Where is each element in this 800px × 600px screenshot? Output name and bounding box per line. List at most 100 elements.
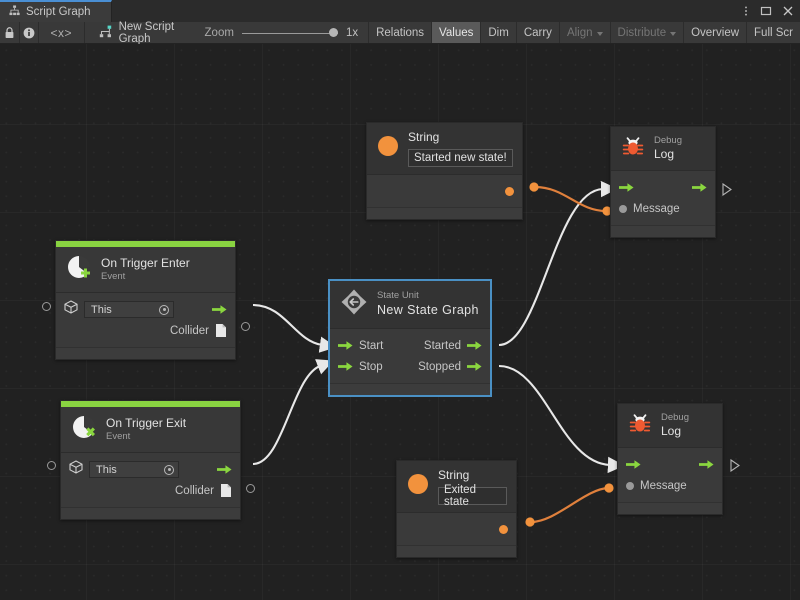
zoom-label: Zoom bbox=[204, 26, 234, 39]
flow-out-arrow-icon bbox=[217, 465, 232, 474]
graph-name-field[interactable]: New Script Graph bbox=[85, 21, 187, 45]
code-view-button[interactable]: <x> bbox=[39, 22, 85, 43]
object-picker-icon[interactable] bbox=[159, 304, 169, 315]
kebab-menu-icon[interactable] bbox=[736, 0, 756, 22]
node-state-unit-title: New State Graph bbox=[377, 303, 479, 318]
on-trigger-enter-collider-port[interactable]: Collider bbox=[170, 323, 227, 338]
debug-log-top-flow-out[interactable] bbox=[692, 182, 707, 193]
node-debug-log-top-title: Log bbox=[654, 146, 675, 161]
flow-out-arrow-log-top[interactable] bbox=[722, 183, 732, 196]
toolbar-button-relations[interactable]: Relations bbox=[368, 22, 431, 43]
debug-bug-icon bbox=[621, 134, 645, 163]
string-top-output-port[interactable] bbox=[505, 187, 514, 197]
node-string-top-footer bbox=[367, 206, 522, 219]
toolbar-button-carry[interactable]: Carry bbox=[515, 22, 559, 43]
string-bottom-value-field[interactable]: Exited state bbox=[438, 484, 507, 508]
state-unit-stop-input[interactable]: Stop bbox=[338, 361, 383, 373]
on-trigger-enter-collider-label: Collider bbox=[170, 324, 209, 337]
node-on-trigger-enter[interactable]: On Trigger Enter Event This bbox=[55, 240, 236, 360]
wire-enter-to-start bbox=[252, 303, 337, 353]
free-port-exit-input[interactable] bbox=[47, 461, 56, 470]
node-string-top-header: String Started new state! bbox=[367, 123, 522, 175]
toolbar-button-values[interactable]: Values bbox=[431, 22, 481, 43]
wire-dot-source-top bbox=[529, 182, 539, 192]
close-icon[interactable] bbox=[776, 0, 800, 22]
toolbar-button-distribute[interactable]: Distribute bbox=[609, 22, 684, 43]
node-string-top-title: String bbox=[408, 130, 440, 144]
node-state-unit-body: Start Started Stop Stopped bbox=[330, 329, 490, 383]
node-debug-log-bottom[interactable]: Debug Log Message bbox=[617, 403, 723, 515]
node-on-trigger-exit[interactable]: On Trigger Exit Event This bbox=[60, 400, 241, 520]
node-debug-log-top-header: Debug Log bbox=[611, 127, 715, 171]
node-debug-log-top[interactable]: Debug Log Message bbox=[610, 126, 716, 238]
node-debug-log-top-footer bbox=[611, 225, 715, 237]
node-state-unit[interactable]: State Unit New State Graph Start Started… bbox=[329, 280, 491, 396]
node-string-bottom-footer bbox=[397, 544, 516, 557]
state-unit-start-input[interactable]: Start bbox=[338, 340, 383, 352]
state-unit-started-output[interactable]: Started bbox=[424, 340, 482, 352]
debug-log-bottom-flow-out[interactable] bbox=[699, 459, 714, 470]
string-bottom-output-port[interactable] bbox=[499, 525, 508, 535]
toolbar-button-full-screen[interactable]: Full Scr bbox=[746, 22, 800, 43]
debug-log-top-message-port[interactable]: Message bbox=[619, 203, 680, 215]
object-picker-icon[interactable] bbox=[164, 464, 174, 475]
flow-out-arrow-icon bbox=[692, 183, 707, 192]
on-trigger-exit-collider-port[interactable]: Collider bbox=[175, 483, 232, 498]
toolbar-button-dim-label: Dim bbox=[488, 26, 509, 39]
on-trigger-exit-target-field[interactable]: This bbox=[89, 461, 179, 478]
free-port-enter-input[interactable] bbox=[42, 302, 51, 311]
flow-out-arrow-icon bbox=[212, 305, 227, 314]
flow-out-arrow-log-bottom[interactable] bbox=[730, 459, 740, 472]
state-unit-stop-label: Stop bbox=[359, 360, 383, 373]
message-port-dot bbox=[626, 481, 634, 490]
tab-script-graph[interactable]: Script Graph bbox=[0, 0, 112, 22]
script-graph-icon bbox=[99, 25, 112, 41]
toolbar-button-relations-label: Relations bbox=[376, 26, 425, 39]
on-trigger-exit-target-value: This bbox=[96, 463, 117, 476]
string-value-icon bbox=[407, 473, 429, 500]
debug-log-bottom-message-port[interactable]: Message bbox=[626, 480, 687, 492]
toolbar-button-overview[interactable]: Overview bbox=[683, 22, 746, 43]
zoom-slider[interactable] bbox=[241, 27, 338, 39]
wire-dot-target-bottom bbox=[604, 483, 614, 493]
node-debug-log-bottom-body: Message bbox=[618, 448, 722, 502]
chevron-down-icon bbox=[670, 31, 677, 36]
node-string-bottom[interactable]: String Exited state bbox=[396, 460, 517, 558]
debug-log-top-flow-in[interactable] bbox=[619, 182, 634, 193]
toolbar-button-dim[interactable]: Dim bbox=[480, 22, 515, 43]
node-on-trigger-exit-subtitle: Event bbox=[106, 431, 131, 443]
on-trigger-exit-collider-row: Collider bbox=[69, 480, 232, 501]
zoom-slider-knob[interactable] bbox=[328, 28, 338, 37]
graph-canvas[interactable]: String Started new state! bbox=[0, 44, 800, 600]
maximize-icon[interactable] bbox=[756, 0, 776, 22]
debug-log-bottom-flow-row bbox=[626, 454, 714, 475]
string-top-value-field[interactable]: Started new state! bbox=[408, 148, 513, 167]
on-trigger-enter-target[interactable]: This bbox=[64, 300, 174, 319]
debug-log-bottom-flow-in[interactable] bbox=[626, 459, 641, 470]
on-trigger-exit-collider-label: Collider bbox=[175, 484, 214, 497]
on-trigger-exit-target[interactable]: This bbox=[69, 460, 179, 479]
node-string-top[interactable]: String Started new state! bbox=[366, 122, 523, 220]
info-icon[interactable] bbox=[20, 22, 40, 43]
zoom-control[interactable]: Zoom 1x bbox=[187, 22, 369, 43]
free-port-exit-collider[interactable] bbox=[246, 484, 255, 493]
state-unit-stopped-output[interactable]: Stopped bbox=[418, 361, 482, 373]
toolbar-button-align-label: Align bbox=[566, 26, 593, 39]
toolbar-button-align[interactable]: Align bbox=[558, 22, 610, 43]
debug-log-bottom-message-row: Message bbox=[626, 475, 714, 496]
node-debug-log-top-titles: Debug Log bbox=[654, 135, 682, 162]
lock-icon[interactable] bbox=[0, 22, 20, 43]
event-accent-bar bbox=[61, 401, 240, 407]
node-debug-log-top-body: Message bbox=[611, 171, 715, 225]
on-trigger-enter-flow-out[interactable] bbox=[212, 304, 227, 315]
debug-log-top-message-label: Message bbox=[633, 202, 680, 215]
on-trigger-exit-flow-out[interactable] bbox=[217, 464, 232, 475]
node-on-trigger-enter-subtitle: Event bbox=[101, 271, 126, 283]
state-unit-stop-row: Stop Stopped bbox=[338, 356, 482, 377]
on-trigger-enter-target-field[interactable]: This bbox=[84, 301, 174, 318]
on-trigger-exit-target-row: This bbox=[69, 459, 232, 480]
free-port-enter-collider[interactable] bbox=[241, 322, 250, 331]
node-debug-log-bottom-subtitle: Debug bbox=[661, 411, 689, 423]
tab-label: Script Graph bbox=[26, 6, 91, 19]
node-string-top-body bbox=[367, 174, 522, 207]
